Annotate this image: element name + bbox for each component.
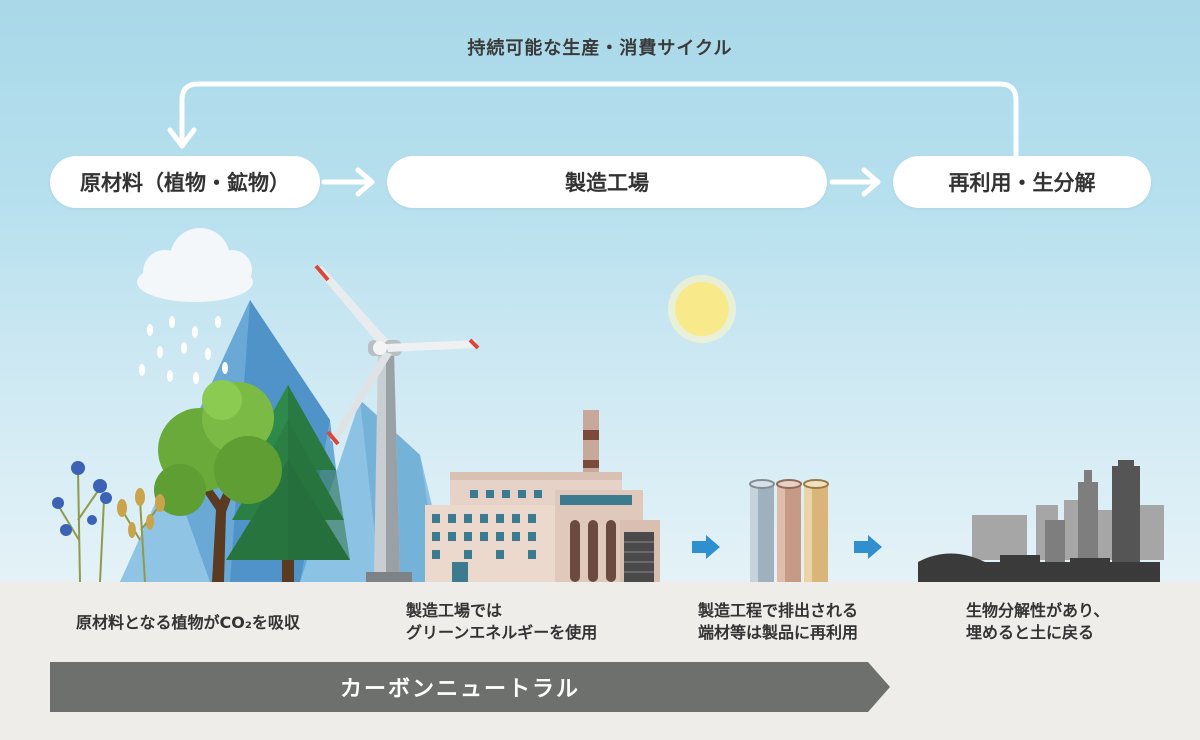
arrow-right-icon <box>692 535 882 559</box>
ground-band <box>0 582 1200 740</box>
caption-line: 製造工程で排出される <box>698 601 859 620</box>
step-raw-materials: 原材料（植物・鉱物） <box>50 156 320 208</box>
flower-icon <box>52 461 165 583</box>
caption-biodegrade: 生物分解性があり、 埋めると土に戻る <box>966 600 1109 644</box>
caption-line: 製造工場では <box>406 601 503 620</box>
pipe-icon <box>749 479 829 582</box>
carbon-neutral-label: カーボンニュートラル <box>339 677 580 702</box>
caption-line: 端材等は製品に再利用 <box>698 623 859 642</box>
cloud-icon <box>137 228 253 302</box>
sun-icon <box>668 275 736 343</box>
arrow-right-icon <box>829 167 881 197</box>
carbon-neutral-arrow-bar <box>50 662 890 712</box>
factory-icon <box>425 410 660 582</box>
cycle-title: 持続可能な生産・消費サイクル <box>467 38 733 59</box>
rain-icon <box>139 316 228 384</box>
step-reuse-biodegrade: 再利用・生分解 <box>893 156 1151 208</box>
caption-raw-materials: 原材料となる植物がCO₂を吸収 <box>76 612 300 634</box>
arrow-right-icon <box>321 167 375 197</box>
caption-line: グリーンエネルギーを使用 <box>406 623 598 642</box>
caption-line: 原材料となる植物がCO₂を吸収 <box>76 613 300 632</box>
caption-line: 生物分解性があり、 <box>966 601 1110 620</box>
cycle-loop-arrow <box>167 81 1019 159</box>
wind-turbine-icon <box>314 264 480 582</box>
caption-reuse: 製造工程で排出される 端材等は製品に再利用 <box>698 600 858 644</box>
city-skyline-icon <box>918 460 1164 582</box>
caption-line: 埋めると土に戻る <box>966 623 1095 642</box>
caption-factory: 製造工場では グリーンエネルギーを使用 <box>406 600 597 644</box>
tree-icon <box>154 380 282 582</box>
step-factory: 製造工場 <box>387 156 827 208</box>
